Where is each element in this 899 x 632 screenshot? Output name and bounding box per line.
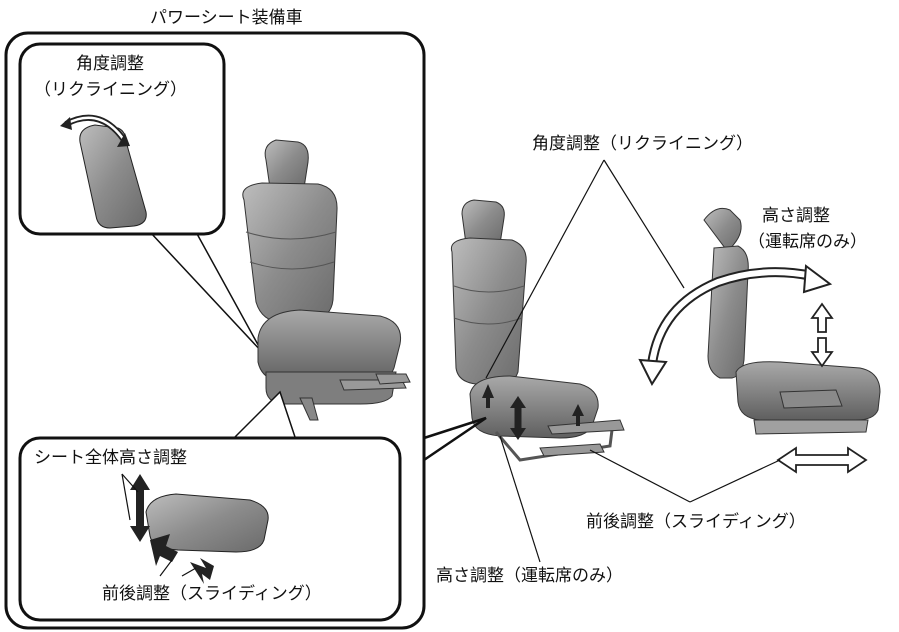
- manual-height-bottom-label: 高さ調整（運転席のみ）: [436, 566, 623, 586]
- power-seat-illustration: [242, 139, 411, 421]
- manual-height-note: （運転席のみ）: [748, 232, 867, 252]
- recline-inset-pointer: [149, 231, 263, 353]
- recline-inset-label-2: （リクライニング）: [34, 80, 187, 100]
- lift-inset-pointer: [231, 390, 297, 441]
- manual-recline-label: 角度調整（リクライニング）: [532, 134, 753, 154]
- leader-lines: [423, 159, 781, 563]
- slide-outlined-arrow: [776, 446, 868, 474]
- height-outlined-arrows: [810, 302, 834, 368]
- recline-inset-label-1: 角度調整: [76, 54, 144, 74]
- header-title: パワーシート装備車: [150, 8, 303, 28]
- recline-big-arrow: [638, 264, 833, 387]
- small-up-arrow-right: [572, 404, 584, 426]
- manual-slide-label: 前後調整（スライディング）: [586, 512, 806, 532]
- power-seat-frame: [4, 31, 426, 630]
- height-double-arrow: [510, 396, 526, 440]
- backrest-part: [79, 124, 147, 229]
- lift-inset-title: シート全体高さ調整: [34, 448, 187, 468]
- manual-height-title: 高さ調整: [762, 206, 830, 226]
- slide-arrow-rear: [150, 534, 178, 566]
- small-up-arrow-left: [482, 384, 494, 408]
- lift-inset-slide-label: 前後調整（スライディング）: [102, 584, 322, 604]
- lift-double-arrow: [130, 474, 150, 542]
- manual-seat-front: [450, 199, 625, 462]
- slide-arrow-front: [190, 558, 214, 584]
